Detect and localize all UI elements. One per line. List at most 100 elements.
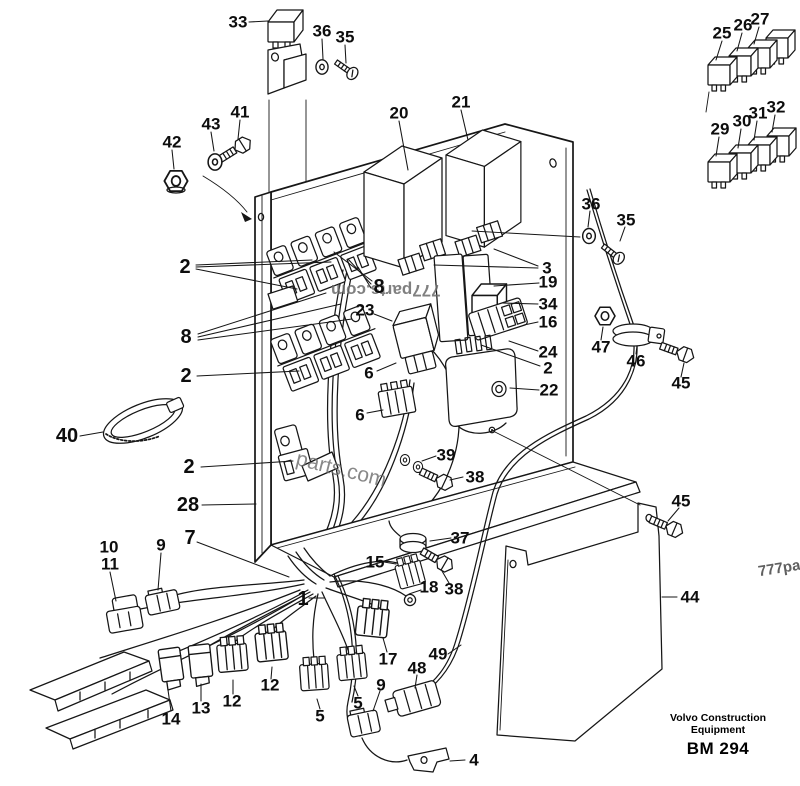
callout-2: 2: [180, 365, 192, 387]
relay-group-25-27: [705, 29, 796, 113]
fuse-block-row-3: [274, 424, 339, 482]
hose-clamp-40: [102, 396, 185, 444]
publisher-line-1: Volvo Construction: [669, 712, 767, 724]
connector-5-left: [298, 655, 330, 692]
connector-48: [384, 680, 442, 717]
plate-44: [496, 502, 663, 742]
callout-49: 49: [428, 644, 448, 664]
fuse-block-row-1: [263, 214, 382, 310]
connector-14: [157, 646, 186, 692]
callout-44: 44: [680, 587, 700, 607]
washer-36-top: [315, 59, 329, 75]
callout-45: 45: [671, 373, 691, 393]
callout-22: 22: [539, 380, 559, 400]
callout-19: 19: [538, 272, 558, 292]
callout-42: 42: [162, 132, 182, 152]
callout-43: 43: [201, 114, 221, 134]
callout-31: 31: [748, 103, 768, 123]
callout-5: 5: [353, 693, 363, 713]
callout-6: 6: [355, 405, 365, 425]
bracket-4: [407, 747, 450, 773]
callout-36: 36: [581, 194, 601, 214]
callout-6: 6: [364, 363, 374, 383]
callout-15: 15: [365, 552, 385, 572]
callout-21: 21: [451, 92, 471, 112]
callout-5: 5: [315, 706, 325, 726]
leader-lines: [79, 20, 776, 762]
callout-16: 16: [538, 312, 558, 332]
callout-8: 8: [373, 276, 385, 298]
watermark-center-inverted: 777parts.com: [331, 281, 441, 300]
callout-29: 29: [710, 119, 730, 139]
callout-24: 24: [538, 342, 558, 362]
callout-30: 30: [732, 111, 752, 131]
connector-17: [354, 597, 391, 639]
callout-41: 41: [230, 102, 250, 122]
grommet-37: [388, 520, 427, 554]
connector-12-left: [215, 634, 249, 674]
connector-9-upper: [144, 587, 181, 616]
callout-36: 36: [312, 21, 332, 41]
bolt-45-top: [657, 338, 697, 365]
callout-25: 25: [712, 23, 732, 43]
model-code: BM 294: [686, 739, 750, 759]
callout-46: 46: [626, 351, 646, 371]
callout-9: 9: [376, 675, 386, 695]
connector-13: [187, 643, 215, 688]
connector-9-lower: [346, 707, 381, 738]
callout-2: 2: [543, 358, 553, 378]
callout-32: 32: [766, 97, 786, 117]
nut-47: [594, 306, 616, 326]
callout-11: 11: [101, 554, 119, 574]
connector-12-right: [253, 622, 290, 663]
cable-49: [420, 188, 638, 694]
callout-12: 12: [260, 675, 280, 695]
projection-line-44: [494, 431, 641, 506]
washer-36-right: [471, 227, 597, 245]
connector-16: [468, 297, 528, 341]
callout-10: 10: [99, 537, 119, 557]
publisher-block: Volvo Construction Equipment BM 294: [648, 712, 788, 759]
callout-13: 13: [191, 698, 211, 718]
callout-12: 12: [222, 691, 242, 711]
ring-terminal-18: [403, 593, 417, 607]
callout-39: 39: [436, 445, 456, 465]
callout-45: 45: [671, 491, 691, 511]
callout-38: 38: [465, 467, 485, 487]
callout-14: 14: [161, 709, 181, 729]
callout-28: 28: [176, 494, 200, 516]
callout-35: 35: [335, 27, 355, 47]
relay-33: [267, 9, 304, 49]
callout-20: 20: [389, 103, 409, 123]
callout-18: 18: [419, 577, 439, 597]
callout-8: 8: [180, 326, 192, 348]
callout-48: 48: [407, 658, 427, 678]
callout-23: 23: [355, 300, 375, 320]
module-22: [445, 334, 518, 434]
callout-47: 47: [591, 337, 611, 357]
fasteners-41-43-42: [163, 133, 255, 222]
bracket-33: [267, 43, 307, 193]
callout-38: 38: [444, 579, 464, 599]
callout-2: 2: [179, 256, 191, 278]
publisher-line-2: Equipment: [690, 724, 746, 737]
callout-9: 9: [156, 535, 166, 555]
edge-strip-1: [29, 651, 153, 712]
callout-1: 1: [297, 588, 309, 610]
callout-4: 4: [469, 750, 479, 770]
callout-26: 26: [733, 15, 753, 35]
callout-3: 3: [542, 258, 552, 278]
callout-2: 2: [183, 456, 195, 478]
connector-5-right: [335, 644, 368, 682]
relay-23: [392, 303, 440, 375]
callout-27: 27: [750, 9, 770, 29]
callout-33: 33: [228, 12, 248, 32]
connector-10-11: [105, 594, 144, 634]
relay-21: [445, 129, 522, 258]
callout-34: 34: [538, 294, 558, 314]
callout-35: 35: [616, 210, 636, 230]
callout-37: 37: [450, 528, 470, 548]
clamp-46: [612, 323, 666, 347]
